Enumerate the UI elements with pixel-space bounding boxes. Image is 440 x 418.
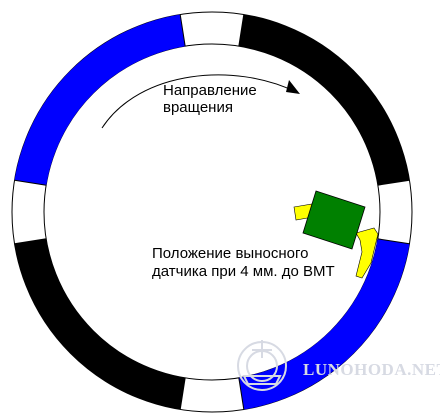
sensor-position-label-line1: Положение выносного [152, 245, 309, 262]
black-sector-top-right [238, 14, 410, 186]
sensor-position-label-line2: датчика при 4 мм. до ВМТ [152, 263, 335, 280]
blue-sector-bottom-right [238, 238, 410, 410]
rotation-arrow [101, 74, 300, 129]
remote-sensor [293, 190, 379, 279]
sensor-bracket-right [355, 227, 379, 279]
rotation-direction-label-line2: вращения [163, 99, 233, 116]
watermark-text: LUNOHODA.NET [303, 360, 440, 379]
inner-ring-outline [43, 43, 381, 381]
blue-sector-top-left [14, 14, 186, 186]
black-sector-bottom-left [14, 238, 186, 410]
sensor-body [302, 190, 366, 250]
watermark-emblem [237, 340, 287, 391]
rotation-direction-label-line1: Направление [163, 82, 257, 99]
gap-separators [14, 14, 410, 410]
outer-ring-outline [11, 11, 413, 413]
